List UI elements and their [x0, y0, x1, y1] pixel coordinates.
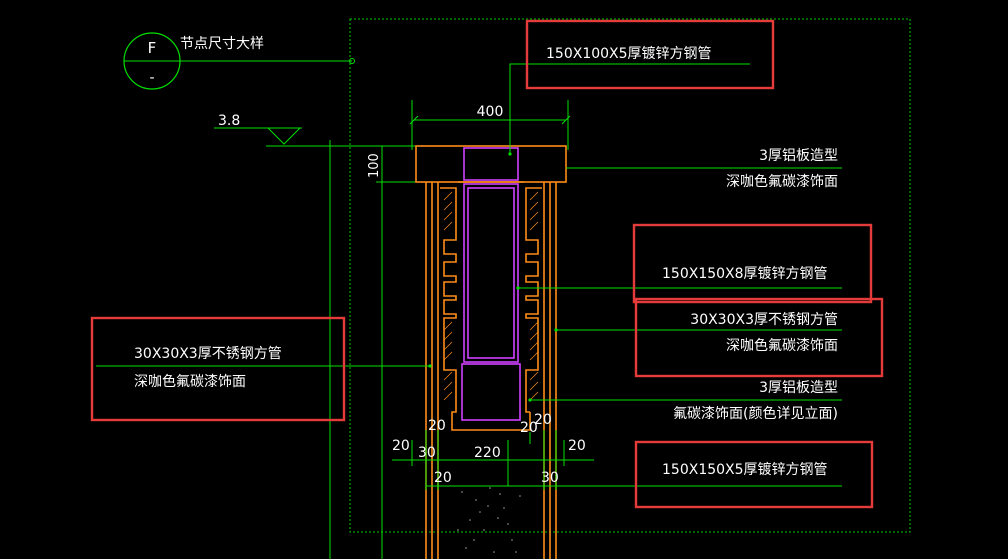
elevation-value: 3.8: [218, 113, 240, 129]
elevation-marker: 3.8: [214, 113, 430, 147]
callout-ss-right-2: 深咖色氟碳漆饰面: [726, 337, 838, 354]
steel-tubes: [461, 147, 521, 421]
highlight-tube-5: [634, 440, 874, 509]
highlight-top-tube: [525, 19, 775, 90]
highlight-tube-8: [632, 223, 873, 304]
dim-inner-20-a: 20: [428, 418, 446, 434]
dim-mid-220: 220: [474, 445, 501, 461]
callout-top-tube: 150X100X5厚镀锌方钢管: [546, 45, 712, 62]
title-symbol-sub: -: [149, 70, 154, 86]
detail-frame: [349, 18, 911, 533]
dim-left-20: 20: [392, 438, 410, 454]
title-text: 节点尺寸大样: [180, 36, 264, 52]
callout-ss-right-1: 30X30X3厚不锈钢方管: [690, 312, 838, 328]
column-structure: [415, 145, 567, 559]
dim-top-width: 400: [409, 104, 571, 125]
dim-inner-20-b: 20: [520, 420, 538, 436]
callout-tube-8: 150X150X8厚镀锌方钢管: [662, 265, 828, 282]
callout-alu-bottom-2: 氟碳漆饰面(颜色详见立面): [673, 405, 838, 422]
callout-ss-left-2: 深咖色氟碳漆饰面: [134, 373, 246, 390]
leader-dots: [428, 152, 558, 402]
dim-top-width-text: 400: [477, 104, 504, 120]
dim-cap-height: 100: [367, 153, 382, 178]
callout-tube-5: 150X150X5厚镀锌方钢管: [662, 461, 828, 478]
callout-alu-bottom-1: 3厚铝板造型: [759, 380, 838, 396]
concrete-fill: [457, 487, 521, 553]
leader-lines: [96, 63, 842, 487]
left-dimension-lines: [329, 100, 569, 559]
dim-right-20: 20: [568, 438, 586, 454]
dim-left-30: 30: [418, 445, 436, 461]
hatch-left: [443, 191, 453, 401]
dim-bottom-30: 30: [541, 470, 559, 486]
title-symbol: F - 节点尺寸大样: [123, 32, 355, 90]
callout-alu-top-1: 3厚铝板造型: [759, 148, 838, 164]
highlight-boxes: [90, 19, 884, 509]
dim-inner-20-c: 20: [534, 412, 552, 428]
hatch-right: [529, 191, 539, 401]
callout-ss-left-1: 30X30X3厚不锈钢方管: [134, 346, 282, 362]
highlight-ss-left: [90, 316, 346, 422]
callout-alu-top-2: 深咖色氟碳漆饰面: [726, 173, 838, 190]
title-symbol-letter: F: [148, 39, 157, 57]
dim-bottom-20: 20: [434, 470, 452, 486]
highlight-ss-right: [634, 297, 884, 378]
